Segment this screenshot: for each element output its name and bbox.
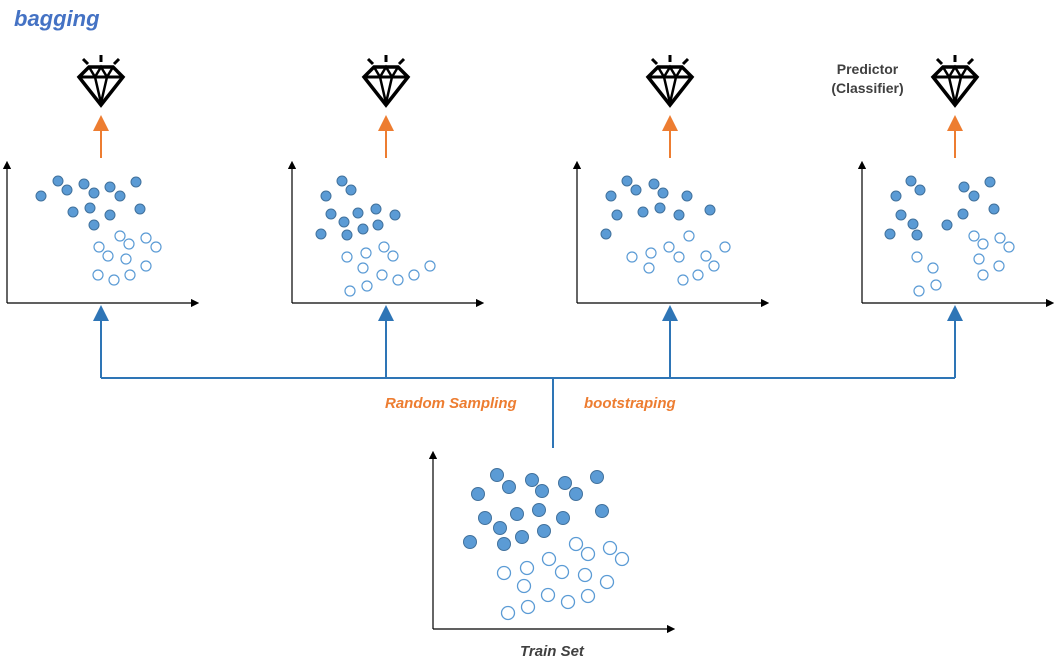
diamond-icon bbox=[362, 53, 410, 107]
diamond-icon bbox=[77, 53, 125, 107]
train-plot-axes bbox=[428, 450, 676, 634]
diagram-title: bagging bbox=[14, 6, 100, 31]
sample-plot-1-points bbox=[35, 175, 146, 231]
diamond-icon bbox=[646, 53, 694, 107]
sample-plot-axes bbox=[2, 160, 1055, 308]
sampling-connectors bbox=[93, 305, 963, 448]
train-set-open-points bbox=[496, 536, 630, 621]
train-set-label: Train Set bbox=[520, 643, 584, 660]
train-set-filled-points bbox=[463, 468, 609, 551]
sample-plot-3-points bbox=[600, 175, 716, 240]
bootstraping-label: bootstraping bbox=[584, 395, 676, 412]
sample-plot-4-points bbox=[884, 175, 1000, 241]
diamond-icon bbox=[931, 53, 979, 107]
sample-plot-2-points bbox=[315, 175, 401, 241]
random-sampling-label: Random Sampling bbox=[385, 395, 517, 412]
predictor-label: Predictor (Classifier) bbox=[831, 61, 904, 96]
predictor-arrows bbox=[93, 115, 963, 158]
